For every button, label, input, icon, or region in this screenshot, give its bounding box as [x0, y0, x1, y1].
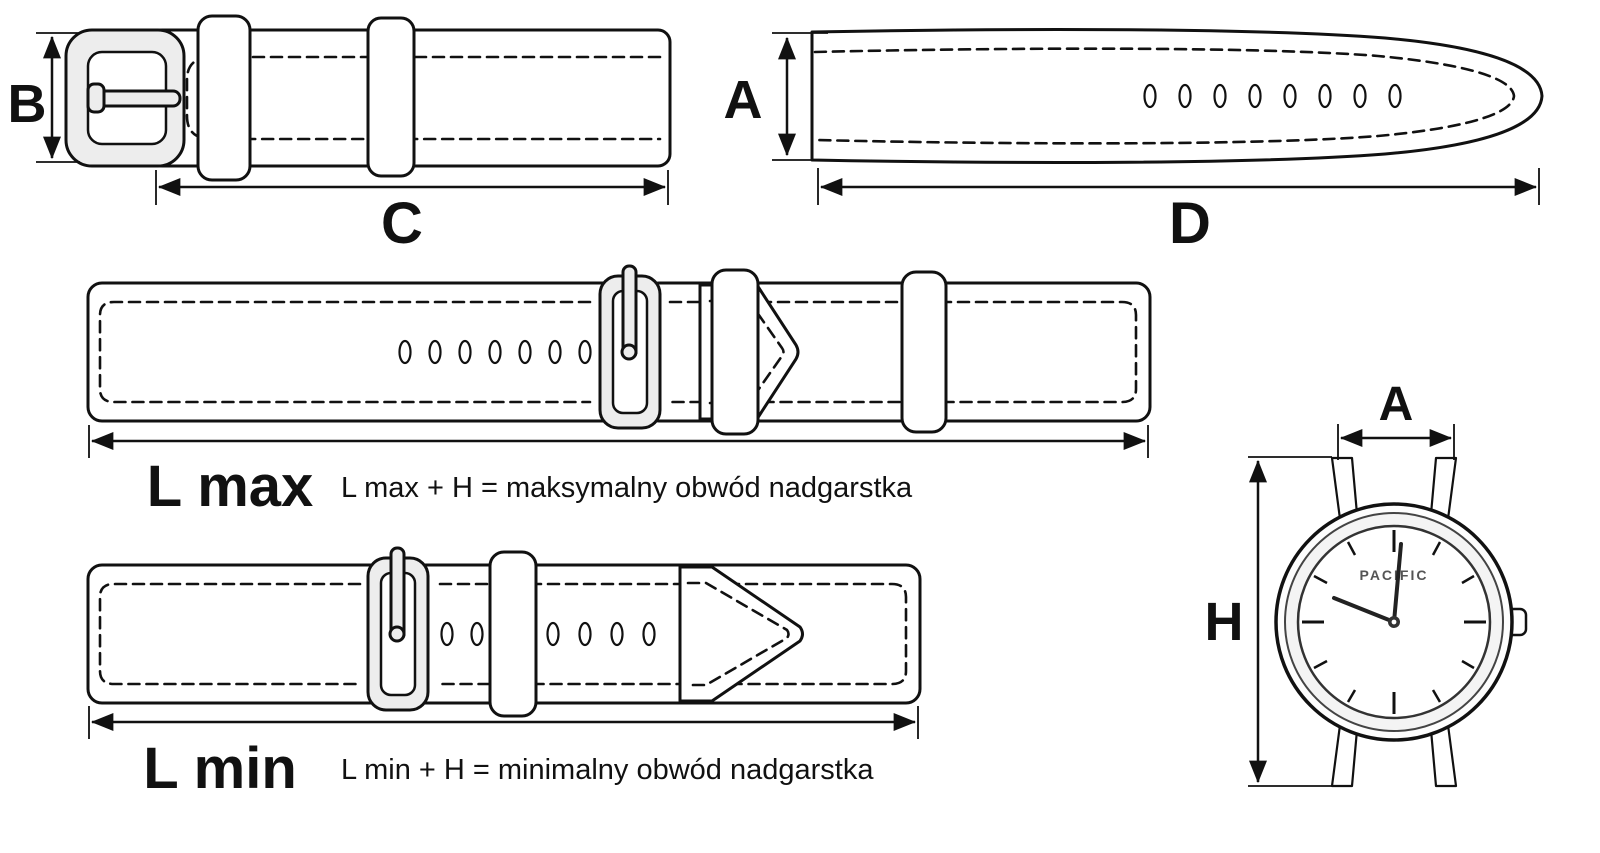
dimension-c: C [155, 170, 669, 256]
dimension-watch-h: H [1205, 456, 1332, 787]
strap-tip [678, 565, 804, 703]
buckle-prong-pivot [620, 343, 638, 361]
keeper-loop [710, 268, 760, 436]
watch-hands [1332, 542, 1403, 628]
keeper-loop [488, 550, 538, 718]
strap-holes [1143, 83, 1402, 109]
strap-tip-stitching [686, 581, 790, 687]
assembled-strap-lmax [86, 264, 1152, 436]
buckle-prong [94, 89, 182, 108]
strap-holes [398, 339, 592, 365]
dimension-a-label: A [724, 70, 763, 130]
dimension-d-label: D [1169, 191, 1211, 256]
buckle-strap-piece [64, 14, 672, 182]
strap-band [86, 281, 620, 423]
strap-tip-stitching [708, 299, 785, 405]
dimension-a: A [724, 32, 828, 161]
dimension-watch-a: A [1337, 378, 1455, 460]
stitching [813, 47, 1516, 145]
watch-brand-text: PACIFIC [1360, 567, 1429, 583]
tail-strap-piece [810, 28, 1544, 164]
stitching [438, 582, 908, 686]
keeper-loop [900, 270, 948, 434]
stitching [98, 300, 592, 404]
dimension-c-label: C [381, 191, 423, 256]
watch-dimension-a-label: A [1379, 378, 1414, 431]
stitching [98, 582, 362, 686]
keeper-loop [196, 14, 252, 182]
buckle-prong-pivot [388, 625, 406, 643]
stitching [668, 300, 1138, 404]
strap-band [86, 563, 390, 705]
watch-dimension-h-label: H [1205, 592, 1244, 652]
watch-illustration: PACIFIC [1274, 456, 1528, 788]
keeper-loop [366, 16, 416, 178]
lmax-formula: L max + H = maksymalny obwód nadgarstka [341, 472, 913, 504]
watch-hour-markers [1302, 530, 1486, 714]
strap-outline [810, 28, 1544, 164]
buckle-prong-pivot [86, 82, 106, 114]
dimension-b-label: B [8, 74, 47, 134]
dimension-lmin: L min L min + H = minimalny obwód nadgar… [88, 706, 919, 801]
assembled-strap-lmin [86, 546, 922, 718]
dimension-lmax: L max L max + H = maksymalny obwód nadga… [88, 425, 1149, 519]
lmin-label: L min [143, 736, 297, 801]
dimension-b: B [8, 32, 80, 163]
lmin-formula: L min + H = minimalny obwód nadgarstka [341, 754, 874, 786]
strap-holes [440, 621, 656, 647]
dimension-d: D [817, 168, 1540, 256]
lmax-label: L max [147, 454, 314, 519]
strap-band [408, 563, 922, 705]
